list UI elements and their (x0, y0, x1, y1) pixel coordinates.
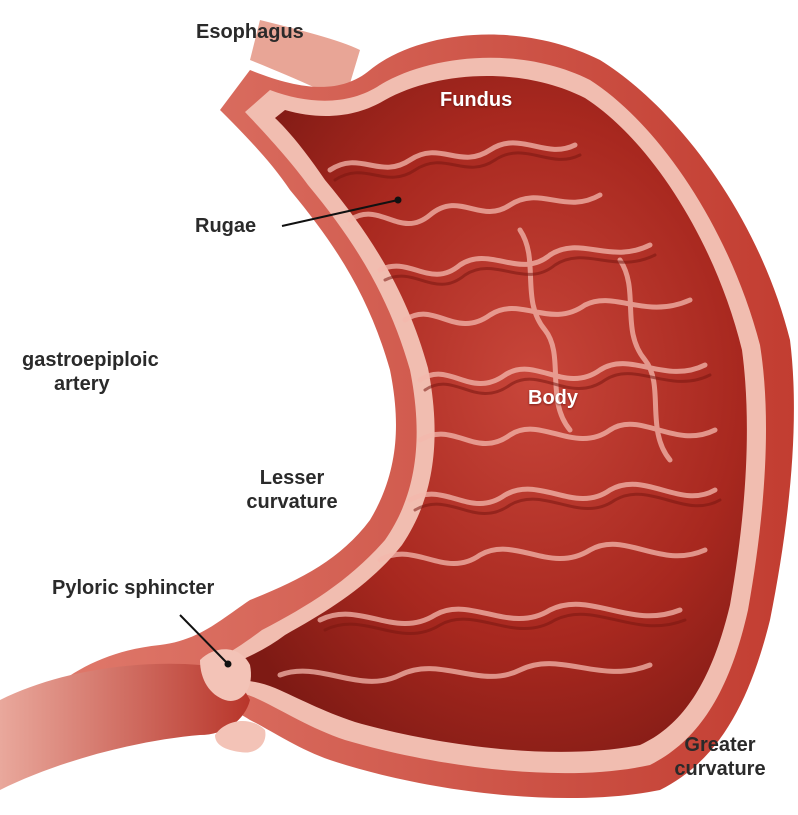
label-esophagus: Esophagus (196, 20, 304, 44)
label-greater-curvature: Greater curvature (660, 733, 780, 781)
label-lesser-line1: Lesser (232, 466, 352, 490)
pyloric-pointer-dot (225, 661, 232, 668)
label-gastroepiploic-line1: gastroepiploic (22, 348, 159, 372)
label-gastroepiploic-artery: gastroepiploic artery (22, 348, 159, 396)
label-greater-line2: curvature (660, 757, 780, 781)
label-lesser-curvature: Lesser curvature (232, 466, 352, 514)
label-fundus: Fundus (440, 88, 512, 112)
label-body: Body (528, 386, 578, 410)
label-gastroepiploic-line2: artery (22, 372, 159, 396)
label-rugae: Rugae (195, 214, 256, 238)
label-pyloric-sphincter: Pyloric sphincter (52, 576, 214, 600)
label-lesser-line2: curvature (232, 490, 352, 514)
label-greater-line1: Greater (660, 733, 780, 757)
rugae-pointer-dot (395, 197, 402, 204)
